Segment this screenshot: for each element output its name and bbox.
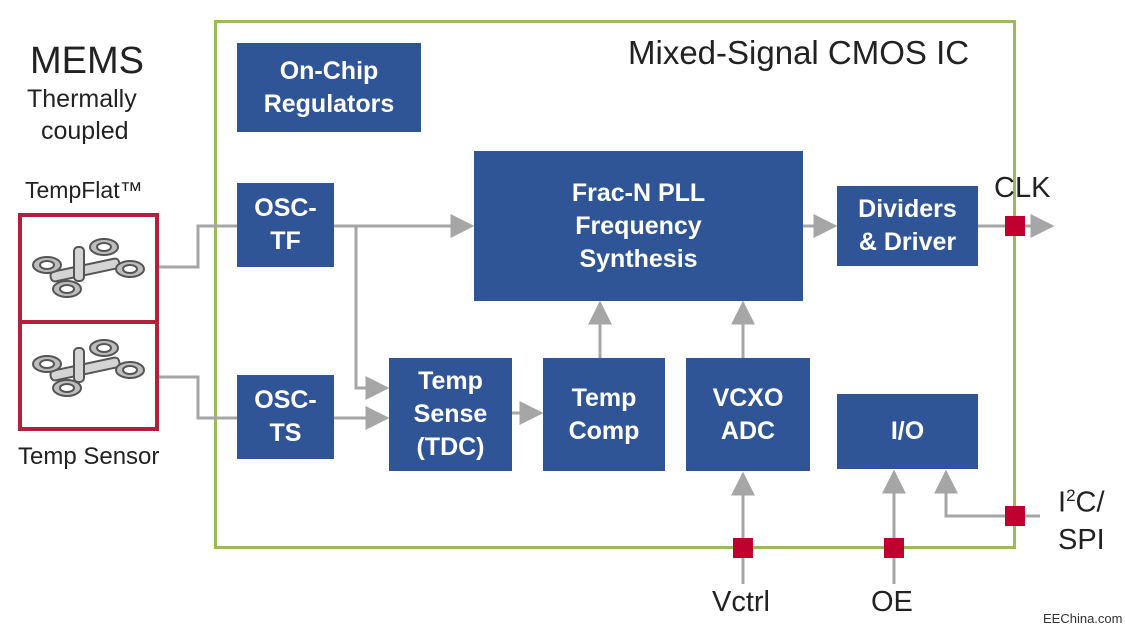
oe-pin: [884, 538, 904, 558]
on-chip-regulators-block: On-Chip Regulators: [237, 43, 421, 132]
temp-sensor-resonator: [18, 320, 159, 431]
wire-tempsensor-osc-ts: [159, 375, 237, 420]
i2c-spi-pin: [1005, 506, 1025, 526]
frac-n-pll-block: Frac-N PLL Frequency Synthesis: [474, 151, 803, 301]
dividers-driver-block: Dividers & Driver: [837, 186, 978, 266]
vcxo-adc-block: VCXO ADC: [686, 358, 810, 471]
i2c-label: I2C/: [1058, 486, 1105, 519]
wire-tempflat-osc-tf: [159, 224, 237, 269]
clk-label: CLK: [994, 172, 1051, 204]
mems-title: MEMS: [30, 40, 144, 82]
temp-sensor-label: Temp Sensor: [18, 443, 160, 470]
ic-boundary: [214, 20, 1016, 549]
mems-subtitle-line1: Thermally: [27, 85, 137, 113]
temp-comp-block: Temp Comp: [543, 358, 665, 471]
resonator-icon: [32, 238, 145, 298]
oe-label: OE: [871, 586, 913, 618]
osc-ts-block: OSC- TS: [237, 375, 334, 459]
osc-tf-block: OSC- TF: [237, 183, 334, 267]
clk-pin: [1005, 216, 1025, 236]
tempflat-label: TempFlat™: [25, 177, 143, 203]
wire-i2c-io: [934, 469, 1040, 518]
io-block: I/O: [837, 394, 978, 469]
spi-label: SPI: [1058, 524, 1105, 556]
mems-subtitle-line2: coupled: [41, 117, 129, 145]
ic-title: Mixed-Signal CMOS IC: [628, 34, 970, 71]
vctrl-label: Vctrl: [712, 586, 770, 618]
watermark: EEChina.com: [1043, 611, 1123, 626]
resonator-icon: [32, 339, 145, 397]
vctrl-pin: [733, 538, 753, 558]
wire-osc-tf-temp-sense: [354, 226, 390, 400]
temp-sense-block: Temp Sense (TDC): [389, 358, 512, 471]
